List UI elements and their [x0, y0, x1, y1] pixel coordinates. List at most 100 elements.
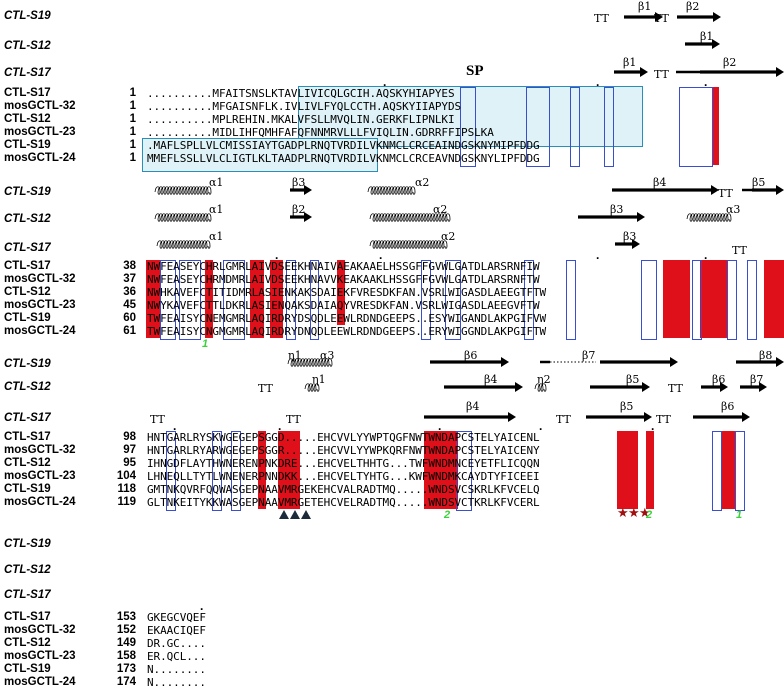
- residue-number: 36: [123, 286, 136, 298]
- residue-number: 95: [123, 457, 136, 469]
- beta-strand-arrow: [424, 412, 516, 422]
- star-marker-icon: ★: [617, 506, 629, 521]
- similar-residue-box: [166, 431, 176, 511]
- disulfide-bond-label: 2: [444, 509, 451, 521]
- alpha-helix-coil: [534, 383, 547, 392]
- triangle-marker-icon: [279, 510, 289, 519]
- conserved-residue-box: [700, 260, 727, 338]
- ss-beta-label: β5: [620, 400, 634, 413]
- beta-strand-arrow: [677, 12, 721, 22]
- similar-residue-box: [460, 87, 476, 167]
- residue-number: 118: [117, 483, 136, 495]
- sequence-name: mosGCTL-24: [4, 676, 76, 688]
- conserved-dot: .: [539, 419, 543, 433]
- ss-beta-label: β1: [638, 0, 652, 13]
- sequence-name: mosGCTL-23: [4, 299, 76, 311]
- conserved-residue-box: [424, 431, 458, 509]
- ss-beta-label: β3: [610, 203, 624, 216]
- structure-label-ctl-s17: CTL-S17: [4, 589, 51, 601]
- ss-beta-label: β6: [712, 373, 726, 386]
- conserved-dot: .: [651, 419, 655, 433]
- similar-residue-box: [160, 260, 176, 340]
- similar-residue-box: [231, 431, 241, 511]
- beta-strand-arrow: [290, 185, 312, 195]
- beta-strand-arrow: [578, 212, 645, 222]
- similar-residue-box: [747, 260, 757, 340]
- aligned-sequence: ..........MFAITSNSLKTAVLIVICQLGCIH.AQSKY…: [147, 87, 455, 100]
- aligned-sequence: GLTNKEITYKKWASGEPNAAVMRGETEHCVELRADTMQ..…: [147, 496, 540, 509]
- ss-beta-label: β5: [626, 373, 640, 386]
- structure-label-ctl-s19: CTL-S19: [4, 358, 51, 370]
- aligned-sequence: TWFEAISYCNGMGMRLAQIRDRYDNQDLEEWLRDNDGEEP…: [147, 325, 547, 338]
- conserved-residue-box: [617, 431, 638, 509]
- residue-number: 173: [116, 663, 136, 675]
- sequence-name: CTL-S12: [4, 457, 51, 469]
- alpha-helix-coil: [156, 240, 211, 249]
- ss-tt: TT: [668, 382, 683, 395]
- similar-residue-box: [212, 431, 222, 511]
- conserved-residue-box: [646, 431, 654, 509]
- similar-residue-box: [286, 260, 296, 340]
- ss-alpha-label: α1: [209, 203, 224, 216]
- residue-number: 1: [129, 87, 136, 99]
- similar-residue-box: [727, 260, 737, 340]
- ss-beta-label: β5: [752, 176, 766, 189]
- ss-eta-label: η2: [537, 373, 551, 386]
- sequence-name: mosGCTL-32: [4, 624, 76, 636]
- sequence-name: CTL-S17: [4, 87, 51, 99]
- beta-strand-arrow: [612, 185, 719, 195]
- residue-number: 37: [123, 273, 136, 285]
- ss-alpha-label: α3: [726, 203, 741, 216]
- beta-strand-arrow: [752, 185, 784, 195]
- signal-peptide-box: [298, 86, 643, 147]
- residue-number: 1: [129, 100, 136, 112]
- ss-beta-label: β6: [721, 400, 735, 413]
- ss-beta-label: β7: [750, 373, 764, 386]
- ss-beta-label: β6: [464, 349, 478, 362]
- similar-residue-box: [712, 431, 722, 511]
- residue-number: 153: [116, 611, 136, 623]
- beta-strand-arrow: [693, 412, 750, 422]
- ss-tt: TT: [656, 413, 671, 426]
- ss-beta-label: β3: [292, 176, 306, 189]
- beta-strand-arrow: [736, 357, 784, 367]
- aligned-sequence: GMTNKQVRFQQWASGEPNAAVMRGEKEHCVALRADTMQ..…: [147, 483, 540, 496]
- star-marker-icon: ★: [628, 506, 640, 521]
- conserved-residue-box: [146, 260, 160, 338]
- similar-residue-box: [641, 260, 657, 340]
- ss-alpha-label: α2: [433, 203, 448, 216]
- aligned-sequence: HNTGARLRYSKWGEGEPSGGD.....EHCVVLYYWPTQGF…: [147, 431, 540, 444]
- conserved-residue-box: [270, 260, 283, 338]
- ss-beta-label: β4: [653, 176, 667, 189]
- sequence-name: CTL-S12: [4, 113, 51, 125]
- similar-residue-box: [604, 87, 614, 167]
- ss-alpha-label: α1: [209, 230, 224, 243]
- aligned-sequence: ER.QCL...: [147, 650, 206, 663]
- alpha-helix-coil: [369, 213, 451, 222]
- ss-beta-label: β3: [623, 230, 637, 243]
- residue-number: 119: [117, 496, 136, 508]
- alpha-helix-coil: [369, 240, 448, 249]
- aligned-sequence: EKAACIQEF: [147, 624, 206, 637]
- aligned-sequence: N........: [147, 676, 206, 689]
- ss-beta-label: β4: [484, 373, 498, 386]
- similar-residue-box: [692, 260, 702, 340]
- triangle-marker-icon: [290, 510, 300, 519]
- signal-peptide-label: SP: [466, 63, 484, 79]
- triangle-marker-icon: [301, 510, 311, 519]
- sequence-name: mosGCTL-23: [4, 126, 76, 138]
- residue-number: 45: [123, 299, 136, 311]
- conserved-residue-box: [764, 260, 784, 338]
- conserved-residue-box: [721, 431, 735, 509]
- residue-number: 1: [129, 152, 136, 164]
- beta-strand-arrow: [615, 239, 640, 249]
- aligned-sequence: NWFEASEYCHRLGMRLAIVDSEEKHNAIVAEAKAAELHSS…: [147, 260, 540, 273]
- conserved-dot: .: [275, 248, 279, 262]
- aligned-sequence: NWFEASEYCHRMDMRLAIVDSEEKHNAVVKEAKAAKLHSS…: [147, 273, 540, 286]
- disulfide-bond-label: 1: [202, 338, 209, 350]
- aligned-sequence: MMEFLSSLLVLCLIGTLKLTAADPLRNQTVRDILVKNMCL…: [147, 152, 540, 165]
- conserved-dot: .: [173, 419, 177, 433]
- ss-alpha-label: α3: [320, 349, 335, 362]
- structure-label-ctl-s19: CTL-S19: [4, 538, 51, 550]
